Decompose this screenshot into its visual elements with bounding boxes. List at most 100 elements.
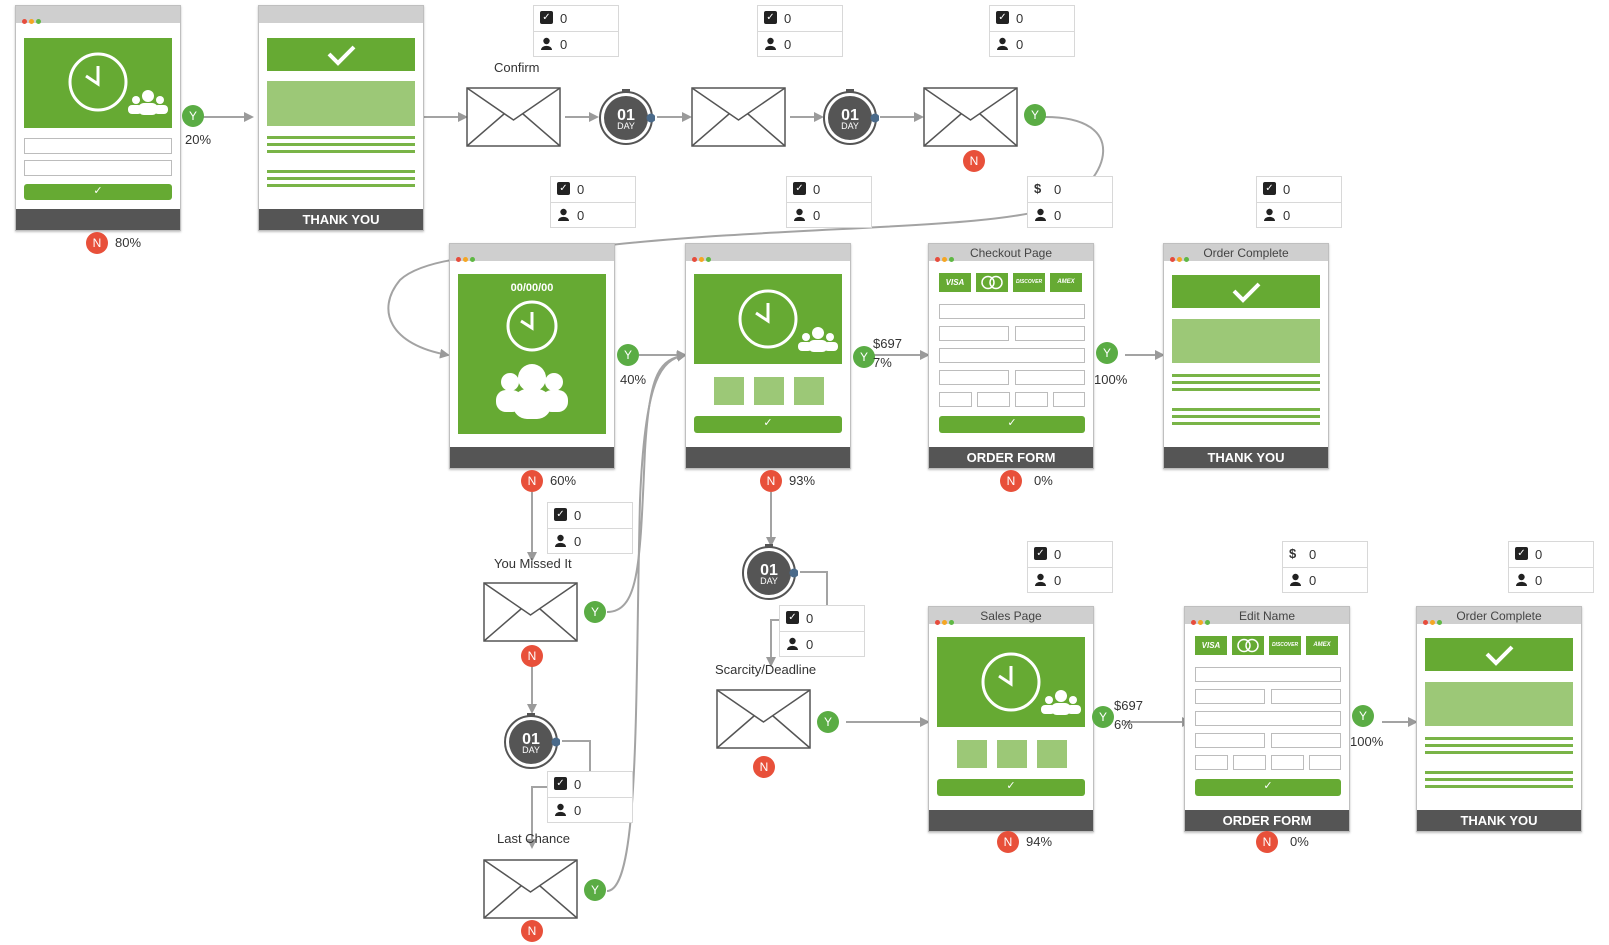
yes-branch-badge[interactable]: Y [1352, 705, 1374, 727]
no-branch-badge[interactable]: N [521, 920, 543, 942]
feature-block [714, 377, 744, 405]
no-percent: 94% [1026, 834, 1053, 849]
email-envelope-node[interactable] [716, 689, 811, 749]
webinar-page-node[interactable]: 00/00/00 [449, 243, 615, 469]
yes-branch-badge[interactable]: Y [1092, 706, 1114, 728]
page-footer: THANK YOU [1417, 810, 1581, 831]
feature-block [957, 740, 987, 768]
browser-bar [259, 6, 423, 23]
delay-timer-node[interactable]: 01 DAY [503, 712, 560, 769]
user-icon [557, 208, 570, 221]
stats-box: ✓0 0 [989, 5, 1075, 57]
delay-timer-node[interactable]: 01 DAY [822, 88, 879, 145]
svg-text:DAY: DAY [841, 121, 859, 131]
connector [606, 351, 687, 892]
delay-timer-node[interactable]: 01 DAY [598, 88, 655, 145]
check-banner [1425, 638, 1573, 671]
form-field [1195, 667, 1341, 682]
sales-hero [694, 274, 842, 364]
visa-card-icon: VISA [1195, 636, 1227, 655]
user-icon [1263, 208, 1276, 221]
stats-box: ✓0 0 [547, 771, 633, 823]
form-field [939, 304, 1085, 319]
clock-icon [506, 300, 558, 352]
checkbox-icon: ✓ [793, 182, 806, 195]
no-branch-badge[interactable]: N [760, 470, 782, 492]
checkbox-icon: ✓ [996, 11, 1009, 24]
user-icon [1034, 573, 1047, 586]
checkout-page-node[interactable]: Edit Name VISA DISCOVER AMEX ORDER FORM [1184, 606, 1350, 832]
text-line [267, 184, 415, 187]
email-envelope-node[interactable] [466, 87, 561, 147]
optin-page-node[interactable] [15, 5, 181, 231]
email-label: Last Chance [497, 831, 570, 846]
sales-page-node[interactable]: Sales Page [928, 606, 1094, 832]
yes-branch-badge[interactable]: Y [817, 711, 839, 733]
yes-branch-badge[interactable]: Y [182, 105, 204, 127]
yes-branch-badge[interactable]: Y [617, 344, 639, 366]
form-field [1195, 689, 1265, 704]
checkbox-icon: ✓ [1515, 547, 1528, 560]
svg-text:DAY: DAY [617, 121, 635, 131]
text-line [267, 170, 415, 173]
no-branch-badge[interactable]: N [1256, 831, 1278, 853]
form-field [1015, 326, 1085, 341]
no-branch-badge[interactable]: N [1000, 470, 1022, 492]
email-envelope-node[interactable] [483, 582, 578, 642]
order-complete-page-node[interactable]: Order Complete THANK YOU [1416, 606, 1582, 832]
buy-button [937, 779, 1085, 796]
user-icon [1034, 208, 1047, 221]
discover-card-icon: DISCOVER [1013, 273, 1045, 292]
svg-text:01: 01 [841, 107, 859, 124]
yes-branch-badge[interactable]: Y [853, 346, 875, 368]
sales-hero [937, 637, 1085, 727]
email-envelope-node[interactable] [691, 87, 786, 147]
check-banner [1172, 275, 1320, 308]
text-line [1172, 374, 1320, 377]
check-banner [267, 38, 415, 71]
yes-percent: 100% [1094, 372, 1128, 387]
yes-branch-badge[interactable]: Y [584, 601, 606, 623]
checkbox-icon: ✓ [786, 611, 799, 624]
input-field [24, 160, 172, 176]
dollar-icon: $ [1289, 546, 1297, 561]
mastercard-icon [1232, 636, 1264, 655]
clock-icon [981, 652, 1081, 715]
countdown-text: 00/00/00 [511, 282, 554, 294]
email-envelope-node[interactable] [483, 859, 578, 919]
feature-block [754, 377, 784, 405]
submit-button [24, 184, 172, 200]
no-branch-badge[interactable]: N [521, 645, 543, 667]
stats-box: ✓0 0 [1256, 176, 1342, 228]
yes-branch-badge[interactable]: Y [1096, 342, 1118, 364]
yes-branch-badge[interactable]: Y [584, 879, 606, 901]
no-branch-badge[interactable]: N [963, 150, 985, 172]
page-footer: THANK YOU [259, 209, 423, 230]
checkbox-icon: ✓ [764, 11, 777, 24]
no-branch-badge[interactable]: N [753, 756, 775, 778]
form-field [977, 392, 1010, 407]
text-line [267, 150, 415, 153]
yes-branch-badge[interactable]: Y [1024, 104, 1046, 126]
sales-page-node[interactable] [685, 243, 851, 469]
thankyou-page-node[interactable]: THANK YOU [258, 5, 424, 231]
text-line [1425, 737, 1573, 740]
form-field [939, 348, 1085, 363]
email-envelope-node[interactable] [923, 87, 1018, 147]
clock-icon [68, 52, 168, 115]
checkout-page-node[interactable]: Checkout Page VISA DISCOVER AMEX ORDER F… [928, 243, 1094, 469]
checkbox-icon: ✓ [1263, 182, 1276, 195]
text-line [1172, 388, 1320, 391]
no-branch-badge[interactable]: N [997, 831, 1019, 853]
mastercard-icon [976, 273, 1008, 292]
submit-button [1195, 779, 1341, 796]
delay-timer-node[interactable]: 01 DAY [741, 543, 798, 600]
order-complete-page-node[interactable]: Order Complete THANK YOU [1163, 243, 1329, 469]
no-percent: 80% [115, 235, 142, 250]
no-branch-badge[interactable]: N [521, 470, 543, 492]
page-footer [450, 447, 614, 468]
text-line [1425, 785, 1573, 788]
no-branch-badge[interactable]: N [86, 232, 108, 254]
form-field [1309, 755, 1341, 770]
input-field [24, 138, 172, 154]
